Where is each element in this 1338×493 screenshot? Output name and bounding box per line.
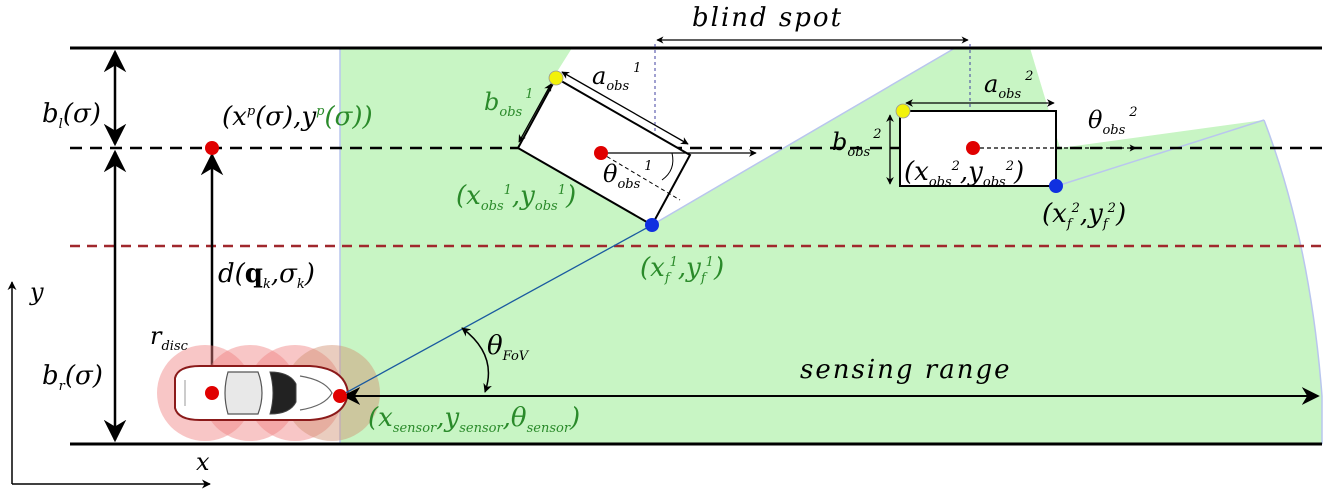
axis-y-label: y [29, 278, 44, 306]
path-point-marker [205, 141, 219, 155]
obstacle-1-center-label: (xobs1,yobs1) [456, 181, 576, 214]
sensing-range-arc [1263, 119, 1323, 444]
fov-angle-arc [461, 327, 492, 393]
b-l-label: bl(σ) [42, 99, 101, 132]
obstacle-1-a-dim [561, 71, 689, 145]
obstacle-1-a-label: aobs1 [592, 61, 641, 94]
obstacle-2-theta-label: θobs2 [1088, 105, 1138, 138]
obstacle-2-front-label: (xf2,yf2) [1042, 199, 1126, 232]
obstacle-1-heading-arc [661, 152, 674, 181]
obstacle-1-front-marker [645, 218, 659, 232]
obstacle-1-axis [600, 152, 681, 201]
visibility-ray [339, 224, 653, 397]
sensor-point-marker [333, 389, 347, 403]
obstacle-1-corner-marker [548, 70, 564, 86]
path-point-label: (xp(σ),yp(σ)) [222, 102, 373, 132]
b-r-label: br(σ) [42, 361, 103, 394]
distance-label: d(qk,σk) [218, 259, 315, 292]
sensing-range-label: sensing range [800, 355, 1012, 385]
theta-fov-label: θFoV [487, 331, 530, 364]
fov-edge [1059, 119, 1265, 186]
ego-center-marker [205, 386, 219, 400]
r-disc-label: rdisc [150, 322, 189, 354]
blind-spot-label: blind spot [692, 3, 843, 33]
obstacle-1-b-dim [518, 83, 552, 143]
axis-x-label: x [196, 448, 210, 476]
obstacle-2-front-marker [1049, 179, 1063, 193]
obstacle-2-center-marker [966, 141, 980, 155]
obstacle-2-center-label: (xobs2,yobs2) [904, 157, 1024, 190]
car-top-view-icon [174, 365, 350, 421]
sensor-pose-label: (xsensor,ysensor,θsensor) [368, 403, 580, 436]
obstacle-2-corner-marker [895, 103, 911, 119]
obstacle-2-a-label: aobs2 [984, 69, 1033, 102]
obstacle-1-b-label: bobs1 [484, 87, 533, 120]
obstacle-1-center-marker [594, 146, 608, 160]
fov-edge [651, 47, 956, 226]
obstacle-1-front-label: (xf1,yf1) [640, 253, 724, 286]
obstacle-1-theta-label: θobs1 [603, 159, 653, 192]
obstacle-2-b-label: bobs2 [832, 127, 881, 160]
